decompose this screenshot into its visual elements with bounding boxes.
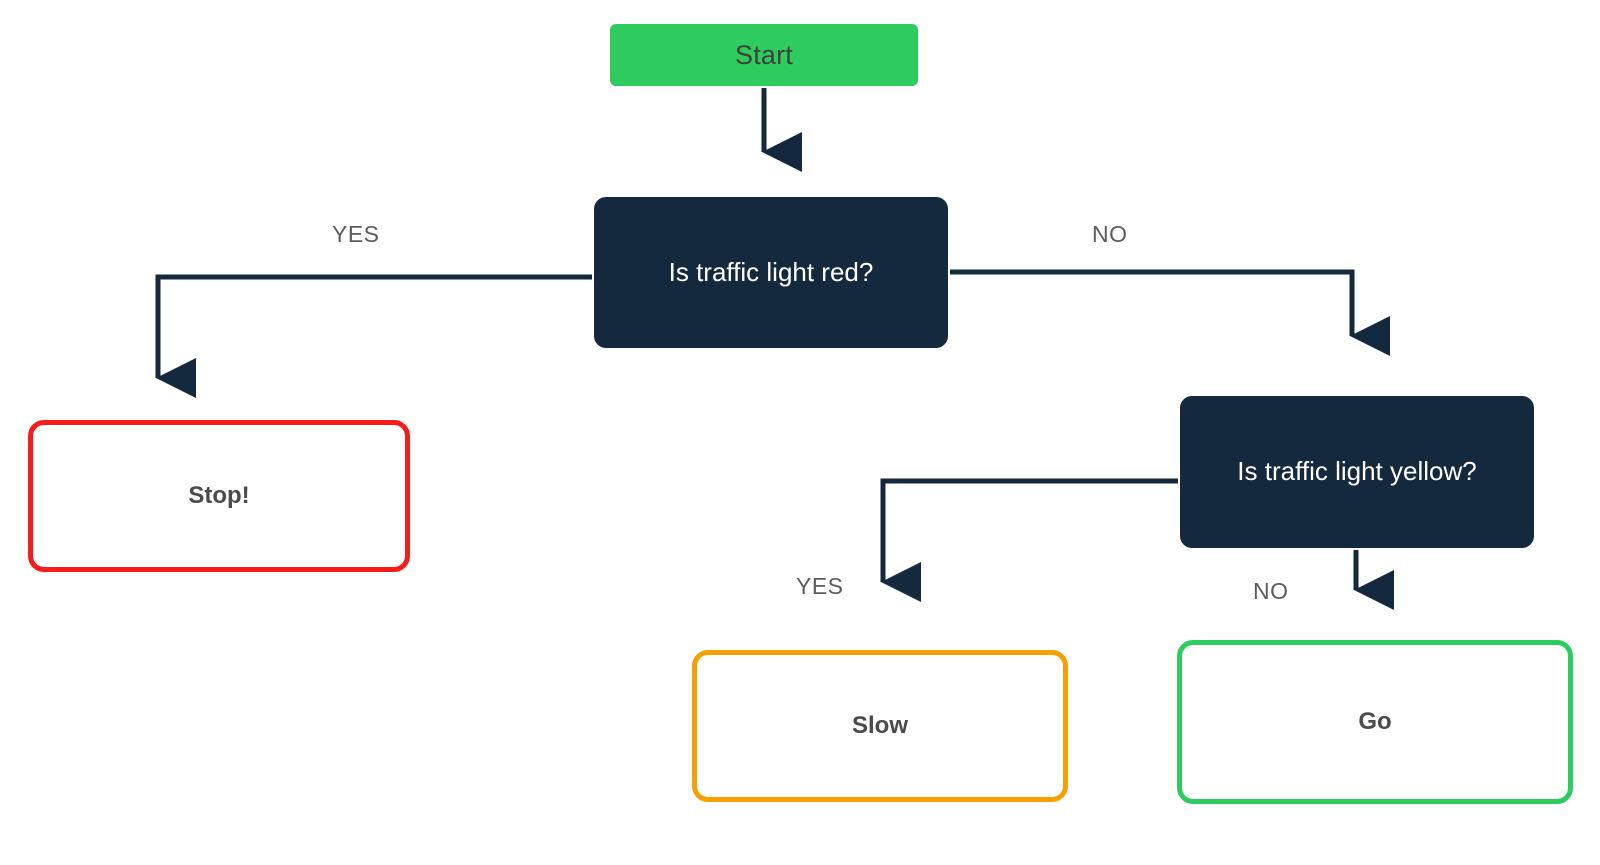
node-outcome-go[interactable]: Go — [1177, 640, 1573, 804]
edge-label-no-yellow: NO — [1253, 578, 1289, 604]
node-decision-is-traffic-light-yellow[interactable]: Is traffic light yellow? — [1180, 396, 1534, 548]
edge-decision-red-yes-to-stop — [155, 274, 592, 399]
node-decision-is-traffic-light-red[interactable]: Is traffic light red? — [594, 197, 948, 348]
node-outcome-stop[interactable]: Stop! — [28, 420, 410, 572]
node-go-label: Go — [1358, 707, 1392, 735]
node-start-label: Start — [734, 39, 794, 70]
node-start[interactable]: Start — [610, 24, 918, 86]
edge-label-yes-yellow: YES — [796, 573, 844, 599]
node-decision-yellow-label: Is traffic light yellow? — [1237, 456, 1477, 487]
edge-decision-yellow-yes-to-slow — [880, 478, 1178, 603]
node-stop-label: Stop! — [188, 481, 250, 509]
node-outcome-slow[interactable]: Slow — [692, 650, 1068, 802]
node-decision-red-label: Is traffic light red? — [668, 256, 874, 287]
edge-decision-red-no-to-decision-yellow — [950, 269, 1390, 357]
edge-label-yes-red: YES — [332, 221, 380, 247]
edge-label-no-red: NO — [1092, 221, 1128, 247]
node-slow-label: Slow — [851, 711, 908, 739]
